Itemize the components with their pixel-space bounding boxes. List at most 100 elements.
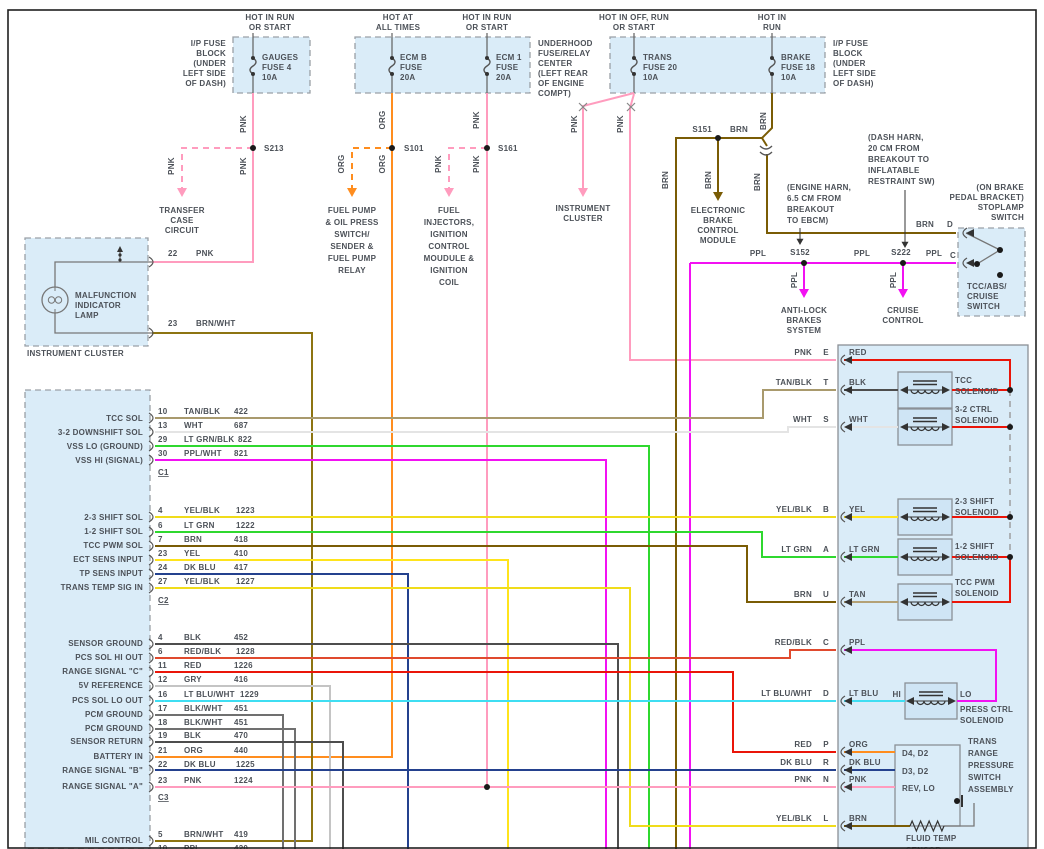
diagram-label: PRESS CTRL (960, 705, 1013, 714)
fuse-terminal (632, 72, 636, 76)
diagram-label: SENSOR RETURN (70, 737, 143, 746)
junction-dot (1007, 554, 1013, 560)
arrow-icon (898, 289, 908, 298)
diagram-label: S222 (891, 248, 911, 257)
diagram-label: OF DASH) (833, 79, 874, 88)
diagram-label: LT GRN (184, 521, 215, 530)
diagram-label: PRESSURE (968, 761, 1014, 770)
fuse-terminal (770, 72, 774, 76)
connector-chevron (840, 764, 846, 776)
diagram-label: 21 (158, 746, 168, 755)
connector-chevron (840, 421, 846, 433)
connector-chevron (148, 412, 154, 424)
diagram-label: LEFT SIDE (183, 69, 227, 78)
wire-pnk (629, 93, 836, 361)
diagram-label: RANGE SIGNAL "B" (62, 766, 143, 775)
diagram-label: CRUISE (887, 306, 919, 315)
diagram-label: PNK (239, 115, 248, 133)
diagram-label: SWITCH (967, 302, 1000, 311)
connector-chevron (148, 652, 154, 664)
diagram-label: 1223 (236, 506, 255, 515)
diagram-label: ECT SENS INPUT (73, 555, 143, 564)
wire-blkwht (155, 728, 296, 849)
fuse-terminal (632, 56, 636, 60)
diagram-label: (ON BRAKE (976, 183, 1024, 192)
diagram-label: SOLENOID (955, 553, 999, 562)
connector-chevron (148, 327, 154, 339)
diagram-label: T (823, 378, 828, 387)
diagram-label: BLOCK (196, 49, 226, 58)
diagram-label: BRN (704, 171, 713, 189)
connector-chevron (840, 820, 846, 832)
wires (54, 33, 1011, 849)
diagram-label: BRAKES (786, 316, 822, 325)
pin-arrow-icon (844, 646, 852, 654)
coil-arrow-left-icon (900, 598, 908, 606)
diagram-label: INSTRUMENT CLUSTER (27, 349, 124, 358)
pin-arrow-icon (844, 598, 852, 606)
fuse-icon (388, 57, 396, 75)
diagram-label: CIRCUIT (165, 226, 199, 235)
connector-chevron (148, 638, 154, 650)
diagram-label: TAN (849, 590, 866, 599)
connector-chevron (840, 596, 846, 608)
diagram-label: PPL (849, 638, 865, 647)
fuse-terminal (251, 72, 255, 76)
wire-yelblk (155, 587, 836, 827)
diagram-label: PPL (790, 272, 799, 288)
diagram-label: RED/BLK (775, 638, 812, 647)
diagram-label: 10 (158, 407, 168, 416)
diagram-label: PPL (184, 844, 200, 849)
diagram-label: 16 (158, 690, 168, 699)
diagram-label: ALL TIMES (376, 23, 421, 32)
diagram-label: CRUISE (967, 292, 999, 301)
diagram-label: MODULE (700, 236, 737, 245)
wire-grayline (976, 249, 1001, 265)
diagram-label: BLK/WHT (184, 718, 223, 727)
junction-dot (801, 260, 807, 266)
page-frame (7, 9, 1037, 849)
diagram-label: WHT (184, 421, 203, 430)
diagram-label: SOLENOID (955, 416, 999, 425)
diagram-label: 2-3 SHIFT (955, 497, 994, 506)
connector-chevron (962, 257, 968, 269)
diagram-label: 10A (781, 73, 796, 82)
wire-blk (155, 741, 344, 849)
wire-brn (766, 154, 956, 234)
diagram-label: BRN (661, 171, 670, 189)
diagram-label: INDICATOR (75, 301, 121, 310)
diagram-label: HOT IN RUN (462, 13, 511, 22)
diagram-label: LT GRN (781, 545, 812, 554)
diagram-label: 22 (168, 249, 178, 258)
box-underhood-fuse-center (354, 36, 531, 94)
connector-chevron (148, 540, 154, 552)
coil-arrow-left-icon (900, 553, 908, 561)
wire-redblk (155, 649, 836, 659)
diagram-label: ORG (378, 111, 387, 130)
wire-gry (155, 685, 331, 849)
diagram-label: PNK (794, 775, 812, 784)
diagram-label: 1226 (234, 661, 253, 670)
diagram-label: 1-2 SHIFT (955, 542, 994, 551)
diagram-label: PNK (849, 775, 867, 784)
pin-arrow-icon (844, 356, 852, 364)
resistor-icon (909, 819, 945, 833)
diagram-label: BLK (184, 633, 201, 642)
coil-arrow-right-icon (942, 598, 950, 606)
diagram-label: ORG (849, 740, 868, 749)
diagram-label: TAN/BLK (776, 378, 812, 387)
diagram-label: 10A (262, 73, 277, 82)
wire-brn (155, 545, 836, 603)
junction-dot (997, 272, 1003, 278)
junction-dot (954, 798, 960, 804)
diagram-label: SOLENOID (955, 387, 999, 396)
diagram-label: TP SENS INPUT (79, 569, 143, 578)
fuse-icon (630, 57, 638, 75)
diagram-label: BRN (916, 220, 934, 229)
diagram-label: ORG (378, 155, 387, 174)
fuse-terminal (485, 56, 489, 60)
diagram-label: 452 (234, 633, 248, 642)
coil-arrow-right-icon (942, 553, 950, 561)
diagram-label: 821 (234, 449, 248, 458)
diagram-label: 1225 (236, 760, 255, 769)
